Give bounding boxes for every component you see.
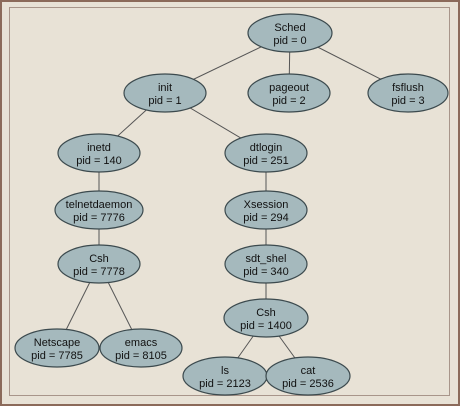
node-ellipse: [123, 73, 207, 113]
node-pid: pid = 251: [243, 155, 289, 167]
node-ellipse: [57, 244, 141, 284]
node-pid: pid = 7776: [73, 212, 125, 224]
node-ellipse: [247, 73, 331, 113]
node-pid: pid = 7778: [73, 266, 125, 278]
node-ellipse: [223, 298, 309, 338]
node-pid: pid = 294: [243, 212, 289, 224]
node-pid: pid = 2123: [199, 378, 251, 390]
node-ellipse: [247, 13, 333, 53]
node-name: pageout: [269, 82, 309, 94]
node-pid: pid = 8105: [115, 350, 167, 362]
node-name: Csh: [89, 253, 109, 265]
node-name: sdt_shel: [246, 253, 287, 265]
node-pid: pid = 0: [273, 35, 306, 47]
node-pid: pid = 1: [148, 95, 181, 107]
node-name: Sched: [274, 22, 305, 34]
node-name: emacs: [125, 337, 158, 349]
node-name: fsflush: [392, 82, 424, 94]
node-name: Netscape: [34, 337, 80, 349]
node-name: telnetdaemon: [66, 199, 133, 211]
node-ellipse: [224, 244, 308, 284]
node-name: Xsession: [244, 199, 289, 211]
node-pid: pid = 1400: [240, 320, 292, 332]
node-ellipse: [265, 356, 351, 396]
node-pid: pid = 3: [391, 95, 424, 107]
node-name: ls: [221, 365, 229, 377]
node-pid: pid = 340: [243, 266, 289, 278]
node-ellipse: [14, 328, 100, 368]
node-ellipse: [224, 190, 308, 230]
node-pid: pid = 2536: [282, 378, 334, 390]
node-ellipse: [367, 73, 449, 113]
node-name: dtlogin: [250, 142, 282, 154]
node-name: inetd: [87, 142, 111, 154]
node-ellipse: [99, 328, 183, 368]
node-ellipse: [54, 190, 144, 230]
node-name: cat: [301, 365, 316, 377]
node-pid: pid = 2: [272, 95, 305, 107]
node-name: Csh: [256, 307, 276, 319]
node-ellipse: [224, 133, 308, 173]
node-pid: pid = 7785: [31, 350, 83, 362]
node-pid: pid = 140: [76, 155, 122, 167]
node-ellipse: [57, 133, 141, 173]
node-name: init: [158, 82, 172, 94]
